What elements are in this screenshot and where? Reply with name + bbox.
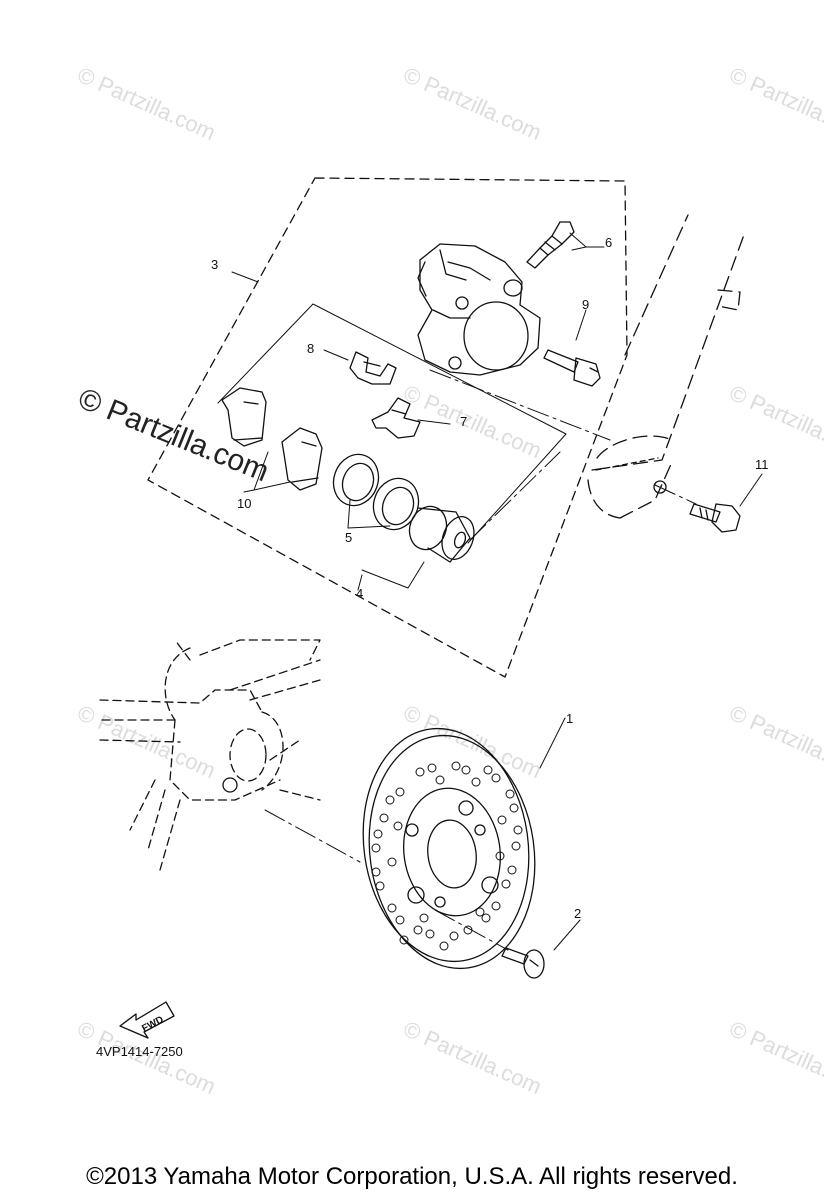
callout-10: 10 <box>237 496 252 511</box>
disc-bolt-2 <box>501 947 545 979</box>
bleed-screw-6 <box>526 221 575 269</box>
callout-3: 3 <box>211 257 219 272</box>
assembly-outline-3 <box>147 177 628 678</box>
callout-8: 8 <box>307 341 315 356</box>
caliper-body <box>417 243 541 376</box>
callout-5: 5 <box>345 530 353 545</box>
callout-6: 6 <box>605 235 613 250</box>
fork-leg <box>587 214 746 519</box>
caliper-bolt-9 <box>543 349 601 387</box>
assembly-outline-4 <box>217 303 567 544</box>
callout-9: 9 <box>582 297 590 312</box>
piston-seal-5 <box>332 453 380 507</box>
copyright-notice: ©2013 Yamaha Motor Corporation, U.S.A. A… <box>86 1163 738 1190</box>
brake-pad-10 <box>281 427 323 491</box>
diagram-code: 4VP1414-7250 <box>96 1044 183 1059</box>
disc-holes <box>371 761 523 951</box>
piston-4 <box>408 505 475 563</box>
brake-disc-1 <box>362 727 536 970</box>
callout-1: 1 <box>566 711 574 726</box>
leader-lines <box>231 232 763 951</box>
brake-pad-10 <box>221 387 267 447</box>
callout-2: 2 <box>574 906 582 921</box>
wheel-hub <box>99 639 321 871</box>
alignment-lines <box>264 369 697 951</box>
piston-seal-5 <box>372 477 420 531</box>
fwd-arrow-icon <box>119 1001 175 1039</box>
callout-11: 11 <box>755 457 769 472</box>
callout-4: 4 <box>356 586 364 601</box>
mount-bolt-11 <box>689 503 741 533</box>
callout-7: 7 <box>460 414 468 429</box>
pad-spring-8 <box>349 351 397 385</box>
pad-support-7 <box>371 397 421 439</box>
